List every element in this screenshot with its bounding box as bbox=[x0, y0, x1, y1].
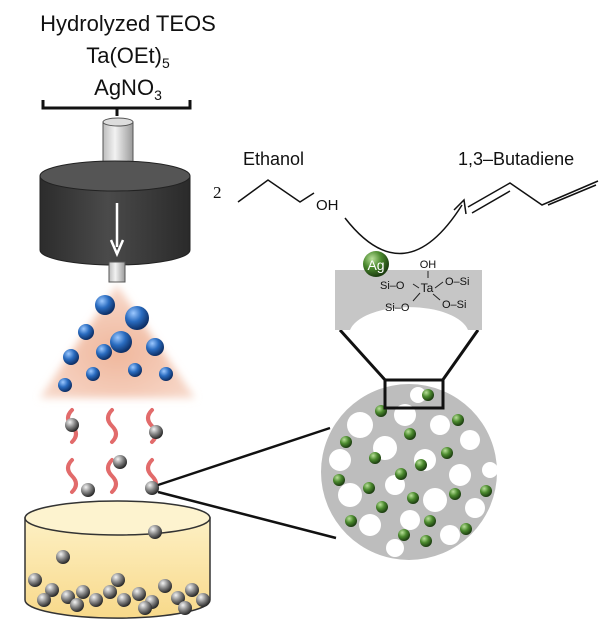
reaction-arrow bbox=[344, 204, 463, 255]
reactant-label: Ethanol bbox=[243, 149, 304, 169]
hydroxyl-group: OH bbox=[316, 197, 339, 214]
reaction-scheme: 2 Ethanol OH 1,3–Butadiene bbox=[213, 149, 599, 255]
silver-label: Ag bbox=[367, 257, 384, 273]
ethanol-structure bbox=[237, 179, 315, 203]
dried-particles bbox=[65, 418, 163, 497]
active-site: Ag OH Ta Si–O Si–O O–Si O–Si bbox=[335, 251, 482, 330]
bracket bbox=[41, 100, 192, 116]
zoom-box bbox=[383, 378, 445, 410]
ligand-si-o: Si–O bbox=[385, 302, 410, 314]
collection-vessel bbox=[24, 500, 211, 619]
product-label: 1,3–Butadiene bbox=[458, 149, 574, 169]
porous-particle bbox=[321, 378, 498, 560]
spray-droplets bbox=[40, 285, 195, 398]
precursor-silver-nitrate: AgNO3 bbox=[94, 75, 162, 103]
precursor-tantalum-ethoxide: Ta(OEt)5 bbox=[86, 43, 170, 71]
zoom-lines bbox=[338, 328, 480, 383]
heat-waves bbox=[66, 408, 158, 494]
magnify-lines bbox=[157, 426, 337, 540]
stoichiometric-coefficient: 2 bbox=[213, 183, 222, 202]
ligand-si-o: Si–O bbox=[380, 280, 405, 292]
silver-nanoparticle bbox=[363, 251, 389, 277]
ligand-o-si: O–Si bbox=[445, 276, 469, 288]
butadiene-structure bbox=[467, 180, 599, 208]
spray-nozzle bbox=[39, 117, 191, 283]
hydroxyl-label: OH bbox=[420, 259, 437, 271]
precursor-teos: Hydrolyzed TEOS bbox=[40, 11, 216, 36]
ligand-o-si: O–Si bbox=[442, 299, 466, 311]
tantalum-label: Ta bbox=[421, 281, 434, 295]
precursor-list: Hydrolyzed TEOS Ta(OEt)5 AgNO3 bbox=[40, 11, 216, 116]
